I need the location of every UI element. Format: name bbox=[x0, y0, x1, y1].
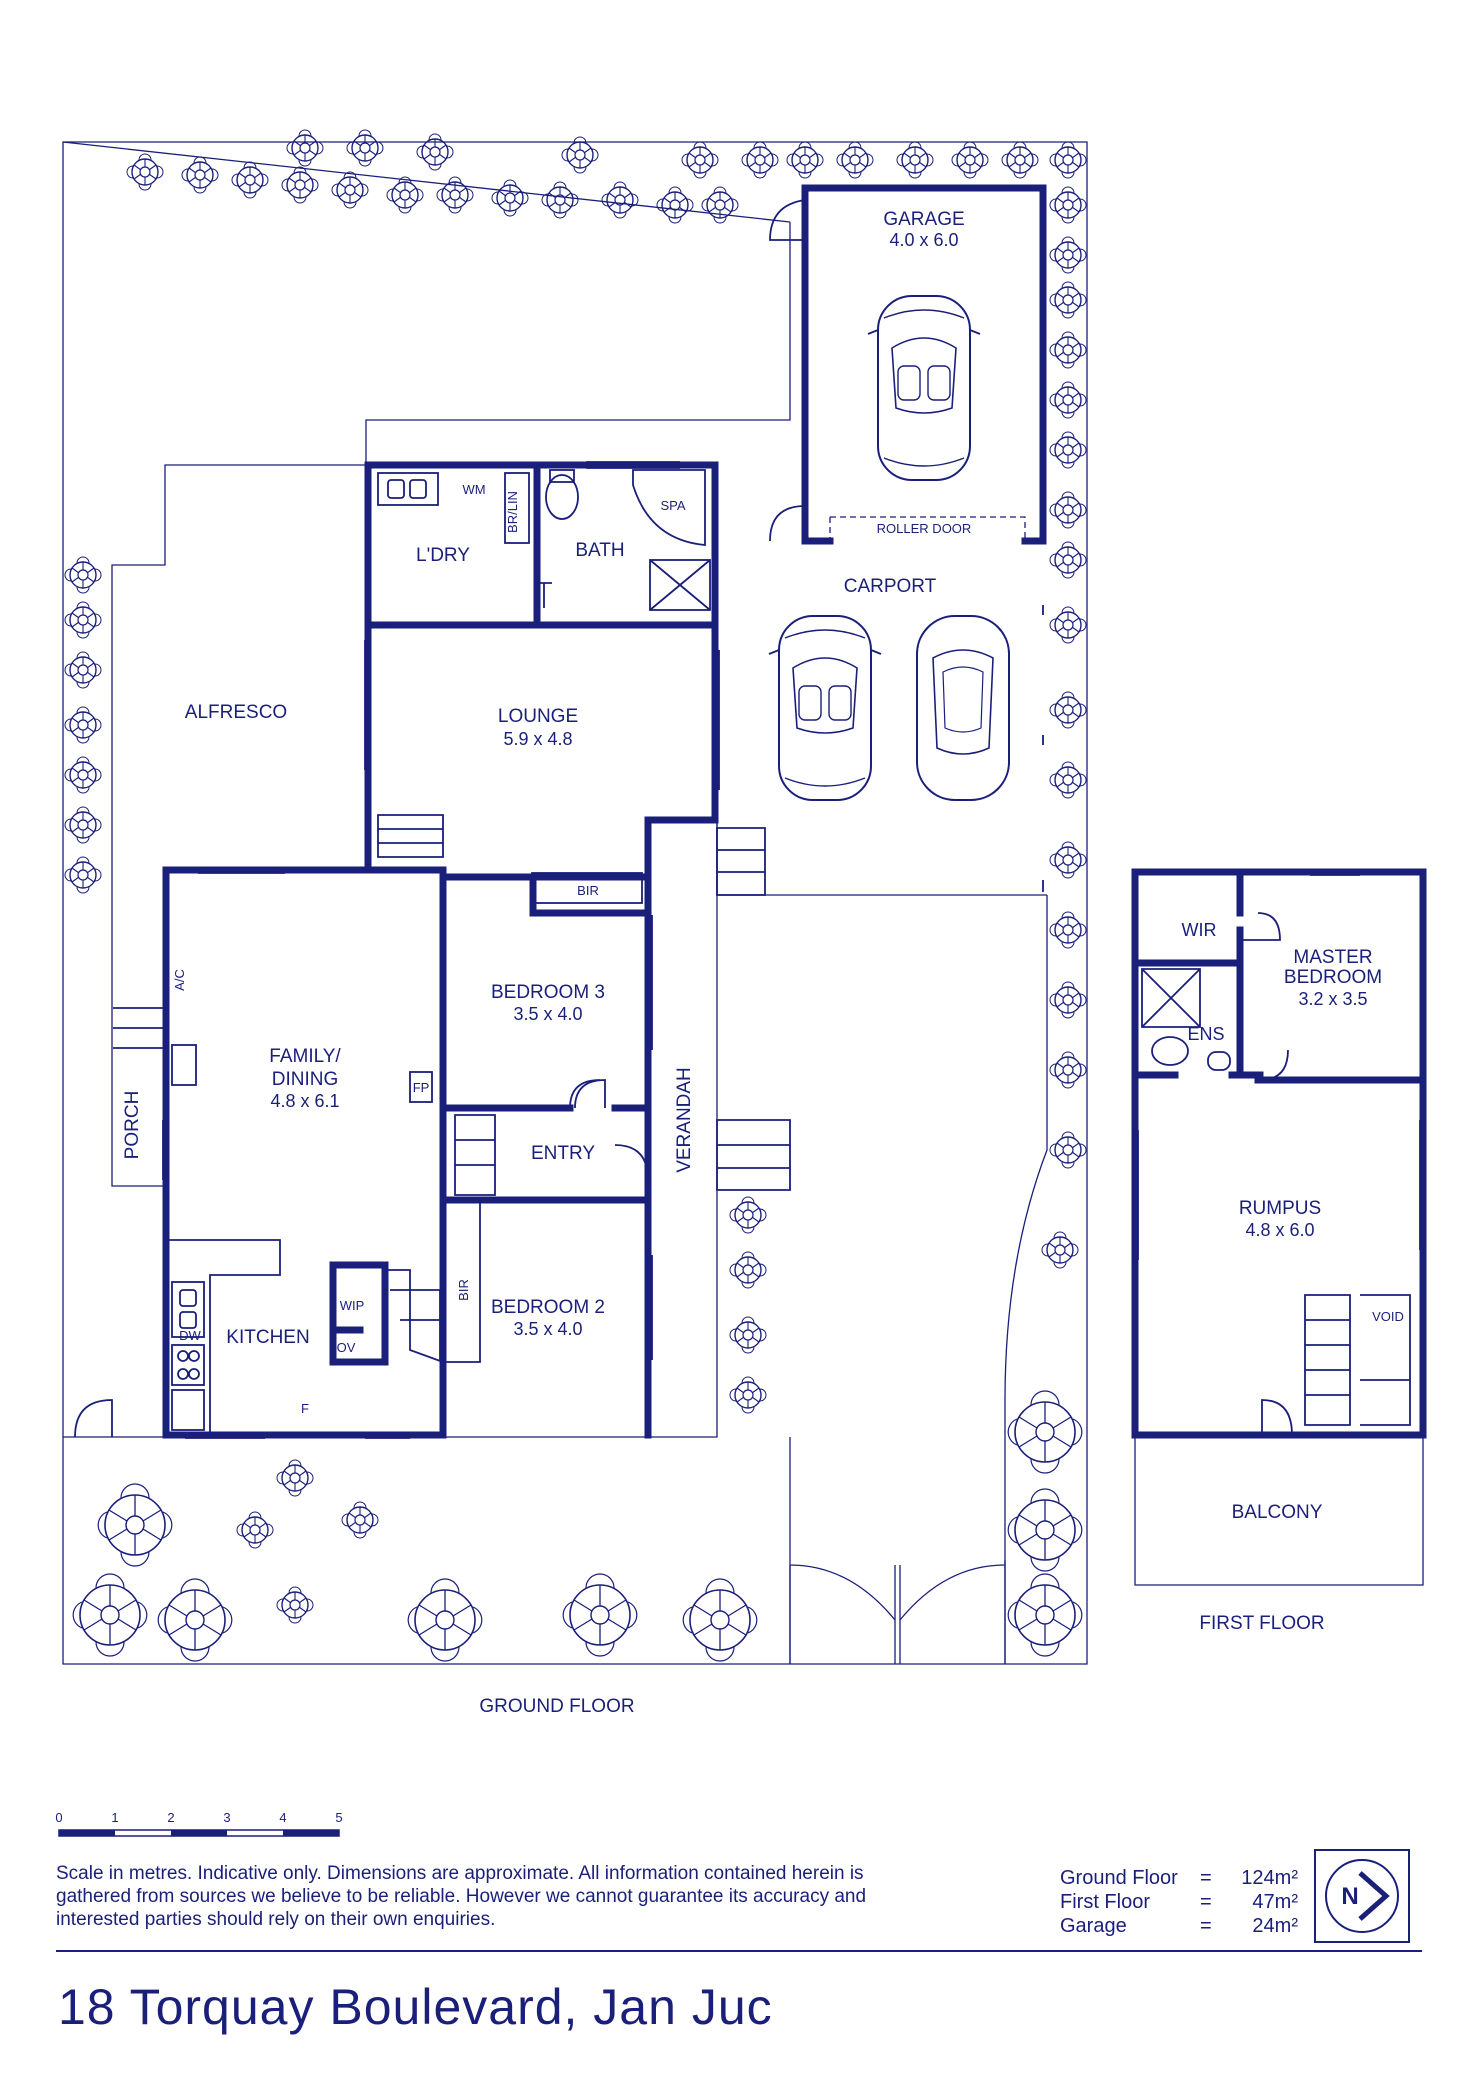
scale-tick-2: 2 bbox=[167, 1810, 174, 1825]
area-row-garage: Garage = 24m² bbox=[1060, 1914, 1298, 1938]
bedroom3-size: 3.5 x 4.0 bbox=[513, 1004, 582, 1024]
rumpus-label: RUMPUS bbox=[1239, 1198, 1321, 1219]
garage-size: 4.0 x 6.0 bbox=[889, 230, 958, 250]
windows bbox=[162, 461, 1426, 1439]
ground-floor-walls bbox=[162, 461, 719, 1439]
rumpus-size: 4.8 x 6.0 bbox=[1245, 1220, 1314, 1240]
area-row-ground: Ground Floor = 124m² bbox=[1060, 1866, 1298, 1890]
scale-tick-0: 0 bbox=[55, 1810, 62, 1825]
lounge-size: 5.9 x 4.8 bbox=[503, 729, 572, 749]
ac-label: A/C bbox=[172, 969, 187, 991]
master-label-1: MASTER bbox=[1293, 947, 1372, 968]
area-value: 47m² bbox=[1252, 1891, 1298, 1913]
scale-tick-3: 3 bbox=[223, 1810, 230, 1825]
area-row-first: First Floor = 47m² bbox=[1060, 1890, 1298, 1914]
bedroom2-label: BEDROOM 2 bbox=[491, 1297, 605, 1318]
footer-divider bbox=[56, 1950, 1422, 1952]
north-compass-icon: N bbox=[1314, 1849, 1410, 1943]
kitchen-label: KITCHEN bbox=[226, 1327, 309, 1348]
family-size: 4.8 x 6.1 bbox=[270, 1091, 339, 1111]
garage bbox=[769, 184, 1047, 545]
room-labels: GARAGE 4.0 x 6.0 ROLLER DOOR CARPORT L'D… bbox=[122, 209, 1404, 1717]
dw-label: DW bbox=[179, 1328, 201, 1343]
scale-tick-5: 5 bbox=[335, 1810, 342, 1825]
bir-label-1: BIR bbox=[577, 883, 599, 898]
first-floor-walls bbox=[1131, 868, 1427, 1586]
wip-label: WIP bbox=[340, 1298, 365, 1313]
br-lin-label: BR/LIN bbox=[505, 491, 520, 533]
area-label: First Floor bbox=[1060, 1891, 1150, 1913]
bedroom2-size: 3.5 x 4.0 bbox=[513, 1319, 582, 1339]
alfresco-label: ALFRESCO bbox=[185, 702, 287, 723]
ens-label: ENS bbox=[1187, 1024, 1224, 1044]
lounge-label: LOUNGE bbox=[498, 706, 578, 727]
porch-label: PORCH bbox=[122, 1091, 143, 1160]
balcony-label: BALCONY bbox=[1232, 1502, 1323, 1523]
area-label: Ground Floor bbox=[1060, 1867, 1178, 1889]
void-label: VOID bbox=[1372, 1309, 1404, 1324]
property-address: 18 Torquay Boulevard, Jan Juc bbox=[58, 1979, 773, 2035]
ground-floor-fixtures bbox=[74, 469, 791, 1438]
scale-tick-1: 1 bbox=[111, 1810, 118, 1825]
roller-door-label: ROLLER DOOR bbox=[877, 521, 972, 536]
verandah-label: VERANDAH bbox=[674, 1067, 695, 1173]
area-equals: = bbox=[1200, 1915, 1212, 1937]
scale-bar: 0 1 2 3 4 5 bbox=[55, 1810, 343, 1837]
compass-letter: N bbox=[1341, 1883, 1358, 1910]
disclaimer-text: Scale in metres. Indicative only. Dimens… bbox=[56, 1863, 867, 1930]
area-summary: Ground Floor = 124m² First Floor = 47m² … bbox=[1060, 1866, 1298, 1938]
fp-label: FP bbox=[413, 1080, 430, 1095]
family-label-1: FAMILY/ bbox=[269, 1046, 341, 1067]
area-label: Garage bbox=[1060, 1915, 1127, 1937]
first-floor-label: FIRST FLOOR bbox=[1199, 1613, 1324, 1634]
area-value: 124m² bbox=[1241, 1867, 1298, 1889]
bedroom3-label: BEDROOM 3 bbox=[491, 982, 605, 1003]
carport-label: CARPORT bbox=[844, 576, 937, 597]
area-equals: = bbox=[1200, 1867, 1212, 1889]
area-equals: = bbox=[1200, 1891, 1212, 1913]
master-label-2: BEDROOM bbox=[1284, 967, 1382, 988]
spa-label: SPA bbox=[660, 498, 685, 513]
master-size: 3.2 x 3.5 bbox=[1298, 989, 1367, 1009]
wm-label: WM bbox=[462, 482, 485, 497]
carport-vehicles bbox=[768, 605, 1044, 892]
ov-label: OV bbox=[337, 1340, 356, 1355]
family-label-2: DINING bbox=[272, 1069, 339, 1090]
bir-label-2: BIR bbox=[456, 1279, 471, 1301]
entry-label: ENTRY bbox=[531, 1143, 595, 1164]
laundry-label: L'DRY bbox=[416, 545, 470, 566]
bath-label: BATH bbox=[575, 540, 624, 561]
area-value: 24m² bbox=[1252, 1915, 1298, 1937]
wir-label: WIR bbox=[1182, 920, 1217, 940]
scale-tick-4: 4 bbox=[279, 1810, 286, 1825]
f-label: F bbox=[301, 1401, 309, 1416]
garage-label: GARAGE bbox=[883, 209, 964, 230]
ground-floor-label: GROUND FLOOR bbox=[479, 1696, 634, 1717]
